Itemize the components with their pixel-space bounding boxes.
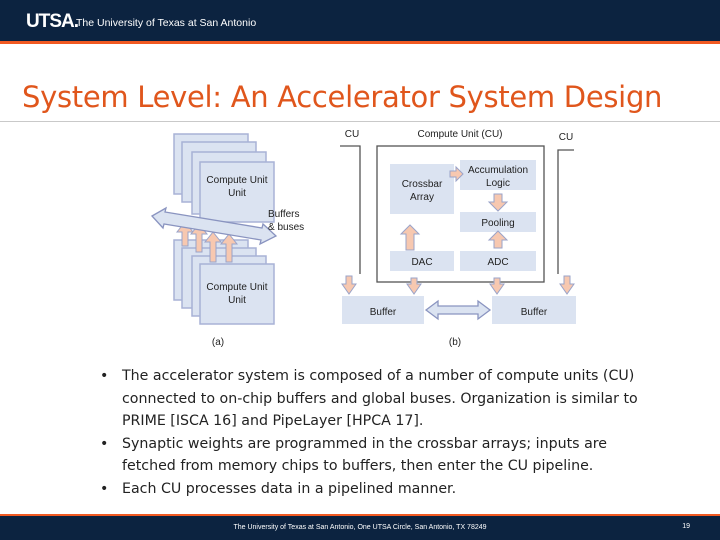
buffer-left-box [342,296,424,324]
up-arrow [219,233,239,263]
bullet-text: The accelerator system is composed of a … [122,368,638,429]
utsa-logo: UTSA. [26,11,79,32]
title-divider [0,121,720,122]
crossbar-array-box [390,164,454,214]
buffer-right-box [492,296,576,324]
compute-unit-box [199,263,275,325]
pooling-box [460,212,536,232]
caption-a: (a) [212,337,224,348]
bullet-text: Each CU processes data in a pipelined ma… [122,480,457,497]
bullet-dot: • [100,480,109,497]
right-arrow [449,165,464,183]
buffer-bus-arrow [424,299,492,321]
buffer-right-label: Buffer [521,307,548,318]
footer-accent-line [0,514,720,516]
crossbar-label: Crossbar [402,179,443,190]
bullet-dot: • [100,368,109,384]
accumulation-logic-box [460,160,536,190]
dac-label: DAC [411,257,432,268]
bullet-dot: • [100,435,109,452]
cu-bottom-label: Compute Unit [206,282,267,293]
bullet-item: • Synaptic weights are programmed in the … [100,433,640,478]
left-cu-border [340,145,361,274]
crossbar-label-2: Array [410,192,434,203]
buses-label: & buses [268,222,304,233]
up-arrow [399,224,421,251]
cu-outline [376,145,545,283]
slide-title: System Level: An Accelerator System Desi… [22,80,663,114]
header-tagline: The University of Texas at San Antonio [76,17,257,29]
pooling-label: Pooling [481,218,514,229]
adc-label: ADC [487,257,508,268]
up-arrow [203,231,223,263]
cu-stack-top: Compute Unit Unit [173,133,275,223]
header-accent-line [0,41,720,44]
right-cu-border [557,149,574,274]
buffer-left-label: Buffer [370,307,397,318]
bullet-item: • Each CU processes data in a pipelined m… [100,478,640,501]
bullet-list: • The accelerator system is composed of a… [100,365,640,500]
down-arrow [406,277,422,295]
accumulation-label-2: Logic [486,178,510,189]
cu-stack-bottom: Compute Unit Unit [173,239,275,325]
bullet-item: • The accelerator system is composed of a… [100,365,640,433]
caption-b: (b) [449,337,461,348]
adc-box [460,251,536,271]
down-arrow [487,193,509,212]
accumulation-label: Accumulation [468,165,528,176]
down-arrow [489,277,505,295]
down-arrow [559,275,575,295]
cu-bottom-label-2: Unit [228,295,246,306]
accelerator-diagram: Compute Unit Unit Compute Unit Unit Buff… [150,129,576,348]
compute-unit-title: Compute Unit (CU) [417,129,502,140]
page-number: 19 [682,523,690,530]
up-arrow [487,230,509,249]
buffers-label: Buffers [268,209,300,220]
bullet-text: Synaptic weights are programmed in the c… [122,435,608,475]
compute-unit-box [199,161,275,223]
cu-top-label-2: Unit [228,188,246,199]
footer-address: The University of Texas at San Antonio, … [233,524,487,531]
down-arrow [341,275,357,295]
left-cu-label: CU [345,129,359,140]
dac-box [390,251,454,271]
right-cu-label: CU [559,132,573,143]
header-bar: UTSA. The University of Texas at San Ant… [0,0,720,44]
footer-bar: The University of Texas at San Antonio, … [0,514,720,540]
bus-arrow [150,206,278,246]
cu-top-label: Compute Unit [206,175,267,186]
